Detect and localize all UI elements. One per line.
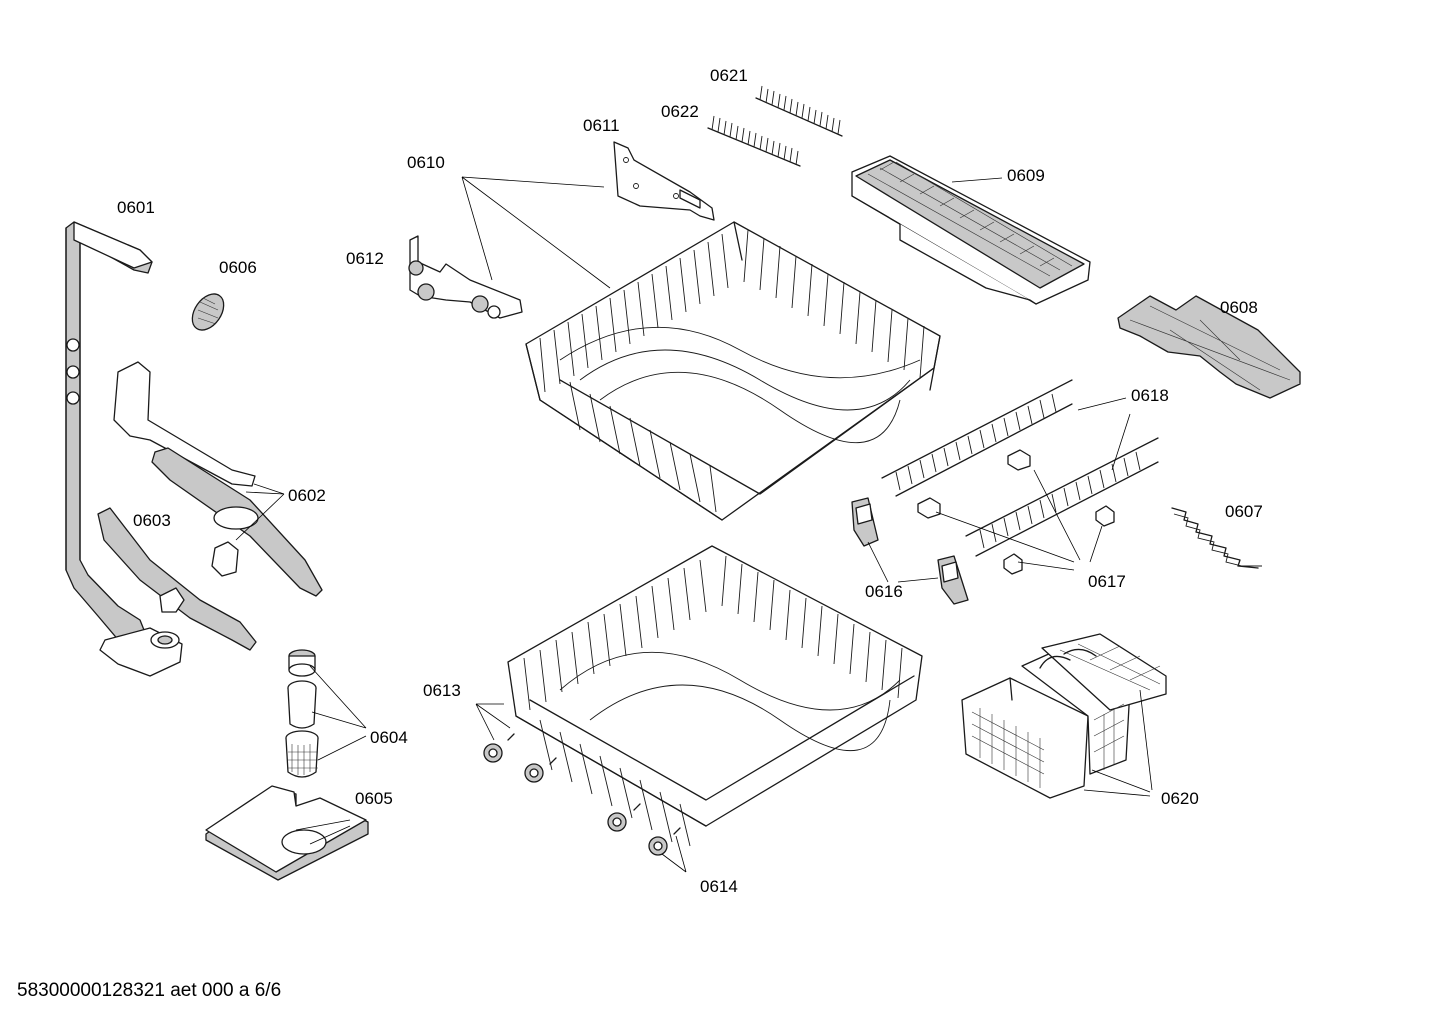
label-0620[interactable]: 0620 <box>1161 789 1199 808</box>
part-0605-filter-plate[interactable] <box>205 785 369 881</box>
part-0622-tine-strip[interactable] <box>707 115 801 167</box>
label-0622[interactable]: 0622 <box>661 102 699 121</box>
label-0606[interactable]: 0606 <box>219 258 257 277</box>
label-0613[interactable]: 0613 <box>423 681 461 700</box>
part-0609-cutlery-tray[interactable] <box>851 155 1091 305</box>
label-0616[interactable]: 0616 <box>865 582 903 601</box>
label-0607[interactable]: 0607 <box>1225 502 1263 521</box>
label-0605[interactable]: 0605 <box>355 789 393 808</box>
part-0620-cutlery-basket[interactable] <box>961 633 1167 799</box>
part-0602-upper-spray-arm[interactable] <box>113 361 323 597</box>
label-0608[interactable]: 0608 <box>1220 298 1258 317</box>
label-0614[interactable]: 0614 <box>700 877 738 896</box>
part-0610-upper-basket[interactable] <box>525 221 941 521</box>
part-0601-supply-pipe[interactable] <box>65 221 183 677</box>
leader-lines <box>235 176 1153 873</box>
label-0610[interactable]: 0610 <box>407 153 445 172</box>
label-0617[interactable]: 0617 <box>1088 572 1126 591</box>
part-0606-nozzle-cap[interactable] <box>186 288 230 336</box>
label-0609[interactable]: 0609 <box>1007 166 1045 185</box>
part-0603-lower-spray-arm[interactable] <box>97 507 257 651</box>
label-0604[interactable]: 0604 <box>370 728 408 747</box>
label-0601[interactable]: 0601 <box>117 198 155 217</box>
part-0621-tine-strip[interactable] <box>755 85 843 137</box>
part-0613-lower-basket[interactable] <box>507 545 923 847</box>
label-0603[interactable]: 0603 <box>133 511 171 530</box>
part-0612-roller-bracket[interactable] <box>408 235 523 319</box>
part-labels: 0601 0602 0603 0604 0605 0606 0607 0608 … <box>117 66 1263 896</box>
part-0604-filter-cylinder[interactable] <box>285 649 319 778</box>
drawing-id-footer: 58300000128321 aet 000 a 6/6 <box>17 980 282 1001</box>
label-0621[interactable]: 0621 <box>710 66 748 85</box>
label-0612[interactable]: 0612 <box>346 249 384 268</box>
label-0611[interactable]: 0611 <box>583 116 620 135</box>
label-0602[interactable]: 0602 <box>288 486 326 505</box>
label-0618[interactable]: 0618 <box>1131 386 1169 405</box>
part-0607-cup-rack-strip[interactable] <box>1171 507 1262 569</box>
part-0617-tine-clips[interactable] <box>917 449 1115 575</box>
part-0614-roller-wheels[interactable] <box>483 733 681 856</box>
part-0611-bracket[interactable] <box>613 141 715 221</box>
part-0616-holder-clips[interactable] <box>851 497 969 605</box>
part-0608-knife-shelf[interactable] <box>1117 295 1301 399</box>
